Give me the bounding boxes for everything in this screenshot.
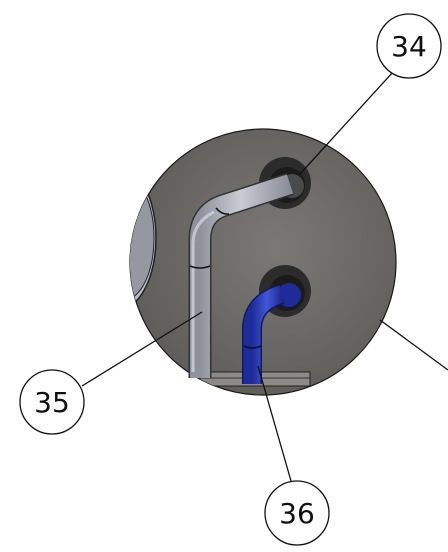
blue-hose [242, 284, 286, 384]
callout-36-label: 36 [279, 497, 315, 530]
leader-line-35 [81, 311, 203, 387]
gray-pipe [188, 173, 294, 378]
leader-lines [81, 71, 448, 482]
leader-line-36 [257, 365, 292, 482]
callout-35: 35 [19, 369, 85, 435]
leader-line-detail [379, 319, 448, 371]
detail-view-circle [129, 128, 397, 396]
callout-35-label: 35 [34, 386, 70, 419]
callout-36: 36 [264, 480, 330, 546]
callout-34: 34 [376, 13, 442, 79]
callout-34-label: 34 [391, 30, 427, 63]
leader-line-34 [299, 71, 394, 175]
tank-edge [130, 165, 157, 311]
